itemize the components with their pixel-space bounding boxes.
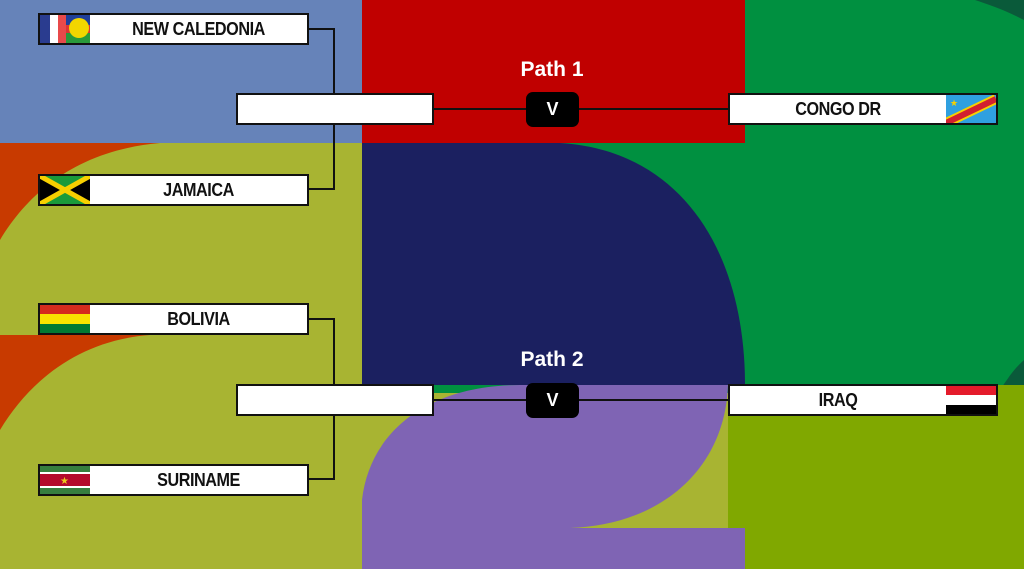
suriname-flag-icon: ★ xyxy=(40,466,90,494)
iraq-flag-icon xyxy=(946,386,996,414)
team-jamaica: JAMAICA xyxy=(38,174,309,206)
path-1-semi-winner-slot xyxy=(236,93,434,125)
team-name: SURINAME xyxy=(157,469,240,490)
bracket-line xyxy=(433,399,728,401)
bracket-line xyxy=(308,318,335,320)
path-1-versus-badge: V xyxy=(526,92,579,127)
team-name: CONGO DR xyxy=(795,98,881,119)
path-2-semi-winner-slot xyxy=(236,384,434,416)
bolivia-flag-icon xyxy=(40,305,90,333)
team-new-caledonia: NEW CALEDONIA xyxy=(38,13,309,45)
team-name: JAMAICA xyxy=(163,179,234,200)
bracket-line xyxy=(308,188,335,190)
new-caledonia-flag-icon xyxy=(40,15,90,43)
path-2-label: Path 2 xyxy=(520,348,584,371)
team-congo-dr: CONGO DR ★ xyxy=(728,93,998,125)
bracket-line xyxy=(308,28,335,30)
svg-text:★: ★ xyxy=(950,98,958,108)
path-2-versus-badge: V xyxy=(526,383,579,418)
bracket-line xyxy=(433,108,728,110)
bracket-line xyxy=(308,478,335,480)
team-name: IRAQ xyxy=(818,389,858,410)
team-name: BOLIVIA xyxy=(167,308,230,329)
team-iraq: IRAQ xyxy=(728,384,998,416)
congo-dr-flag-icon: ★ xyxy=(946,95,996,123)
team-suriname: ★ SURINAME xyxy=(38,464,309,496)
team-name: NEW CALEDONIA xyxy=(132,18,265,39)
jamaica-flag-icon xyxy=(40,176,90,204)
path-1-label: Path 1 xyxy=(520,58,584,81)
svg-text:★: ★ xyxy=(60,476,69,487)
team-bolivia: BOLIVIA xyxy=(38,303,309,335)
